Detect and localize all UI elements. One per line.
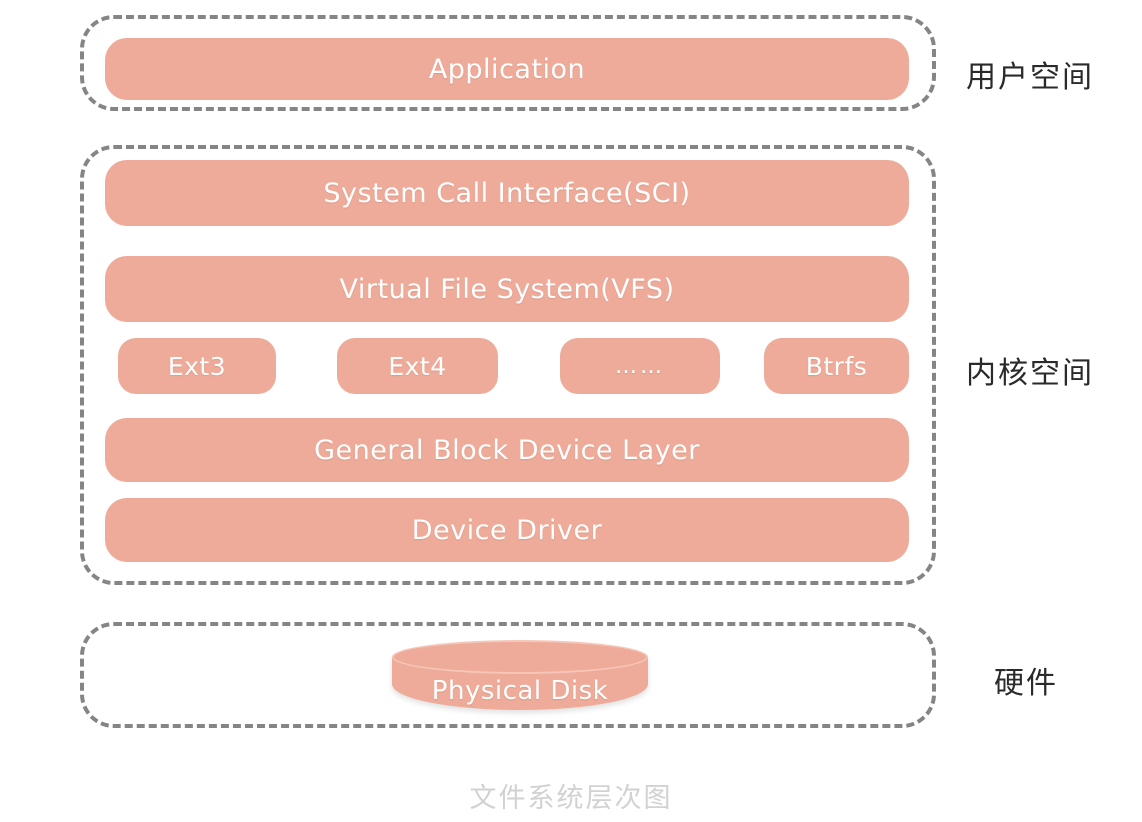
filesystem-box-ellipsis[interactable]: …… <box>560 338 720 394</box>
filesystem-box-ext4[interactable]: Ext4 <box>337 338 498 394</box>
layer-box-general-block-device-layer[interactable]: General Block Device Layer <box>105 418 909 482</box>
layer-box-virtual-file-system[interactable]: Virtual File System(VFS) <box>105 256 909 322</box>
filesystem-box-ext3[interactable]: Ext3 <box>118 338 276 394</box>
layer-box-application[interactable]: Application <box>105 38 909 100</box>
zone-label-hardware: 硬件 <box>994 666 1058 701</box>
physical-disk-cylinder[interactable]: Physical Disk <box>392 640 648 716</box>
physical-disk-label: Physical Disk <box>431 676 609 706</box>
layer-box-device-driver[interactable]: Device Driver <box>105 498 909 562</box>
hardware-group <box>80 622 936 728</box>
diagram-caption: 文件系统层次图 <box>469 783 673 814</box>
filesystem-box-btrfs[interactable]: Btrfs <box>764 338 909 394</box>
user-space-group <box>80 15 936 111</box>
layer-box-system-call-interface[interactable]: System Call Interface(SCI) <box>105 160 909 226</box>
kernel-space-group <box>80 145 936 585</box>
cylinder-top-ellipse-shape <box>392 640 648 674</box>
zone-label-kernel-space: 内核空间 <box>966 356 1094 391</box>
zone-label-user-space: 用户空间 <box>966 60 1094 95</box>
